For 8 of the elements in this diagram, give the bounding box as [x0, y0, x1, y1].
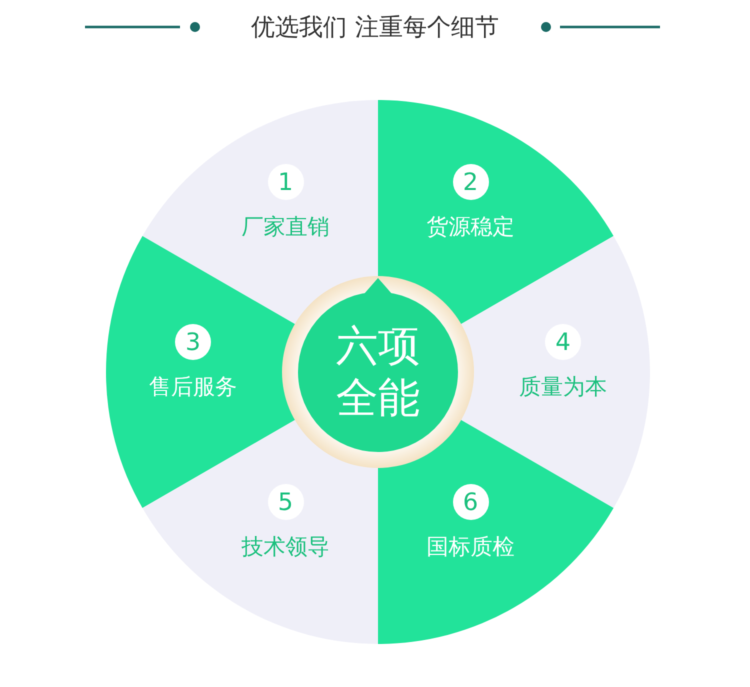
segment-label: 技术领导	[240, 534, 330, 562]
segment-label: 售后服务	[148, 374, 238, 402]
segment-label: 质量为本	[518, 374, 608, 402]
title: 优选我们 注重每个细节	[250, 12, 500, 42]
center-label: 六项全能	[335, 320, 421, 424]
segment-label: 货源稳定	[426, 214, 516, 242]
segment-label: 国标质检	[426, 534, 516, 562]
segment-label: 厂家直销	[240, 214, 330, 242]
